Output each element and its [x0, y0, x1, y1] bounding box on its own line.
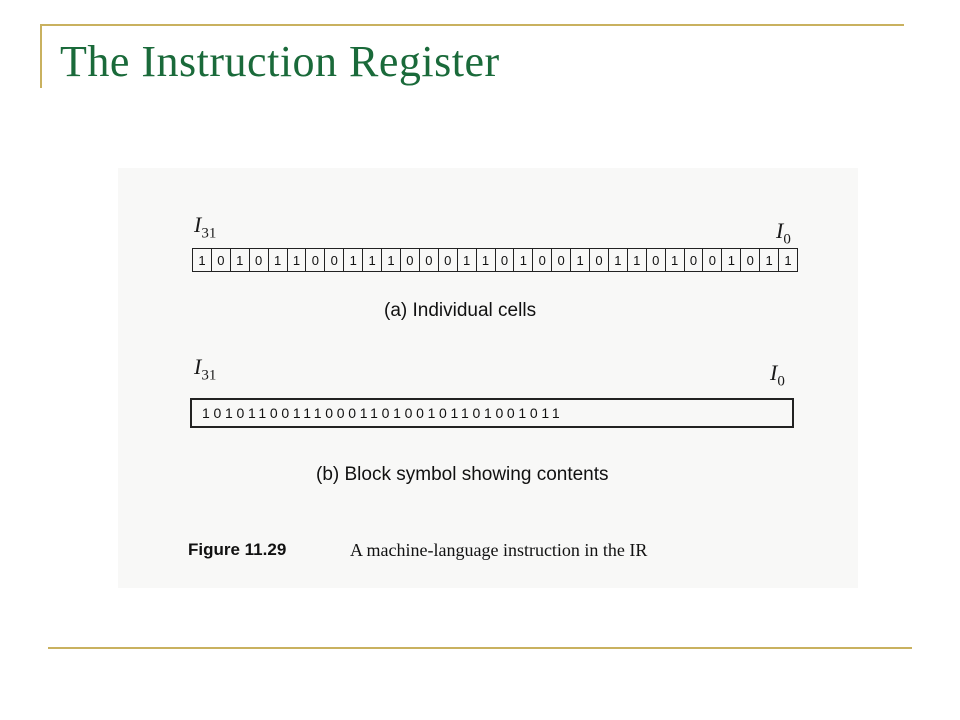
- bit-cell: 0: [306, 249, 326, 271]
- bit-cell: 0: [647, 249, 666, 271]
- bit-cell: 0: [212, 249, 231, 271]
- bit-cell: 1: [666, 249, 685, 271]
- bit-cell: 1: [514, 249, 534, 271]
- msb-label-b: I31: [194, 354, 217, 384]
- bit-cell: 0: [439, 249, 458, 271]
- bit-cell: 0: [533, 249, 553, 271]
- bit-cell: 1: [628, 249, 647, 271]
- bit-cell: 1: [722, 249, 742, 271]
- bit-cell: 1: [609, 249, 628, 271]
- bit-cell: 1: [269, 249, 288, 271]
- bit-cell: 0: [590, 249, 609, 271]
- bit-cell: 0: [420, 249, 439, 271]
- bottom-rule: [48, 647, 912, 649]
- bit-cell: 0: [552, 249, 572, 271]
- bit-cell: 1: [477, 249, 496, 271]
- bit-cell: 1: [344, 249, 364, 271]
- bit-cell: 1: [288, 249, 307, 271]
- bit-cell: 0: [741, 249, 761, 271]
- bit-cell: 1: [760, 249, 780, 271]
- bit-cell: 1: [784, 252, 792, 268]
- top-rule: [40, 24, 904, 26]
- figure-caption: A machine-language instruction in the IR: [350, 540, 648, 560]
- lsb-label-b: I0: [770, 360, 785, 390]
- bit-cell: 1: [231, 249, 250, 271]
- bit-cell: 1: [363, 249, 383, 271]
- lsb-label-a: I0: [776, 218, 791, 248]
- slide-title: The Instruction Register: [60, 37, 500, 86]
- caption-a: (a) Individual cells: [384, 300, 537, 321]
- figure-number: Figure 11.29: [188, 540, 287, 559]
- bit-cell: 1: [382, 249, 401, 271]
- bit-cell: 0: [325, 249, 345, 271]
- bit-cell: 0: [496, 249, 515, 271]
- block-symbol-register: 10101100111000110100101101001011: [190, 398, 794, 428]
- bit-cell: 0: [250, 249, 269, 271]
- caption-b: (b) Block symbol showing contents: [316, 464, 609, 485]
- bit-cell: 1: [193, 249, 212, 271]
- bit-cell: 0: [703, 249, 723, 271]
- msb-label-a: I31: [194, 212, 217, 242]
- bit-cell: 1: [458, 249, 477, 271]
- left-rule: [40, 24, 42, 88]
- bit-cell: 1: [571, 249, 591, 271]
- bit-cell: 0: [401, 249, 420, 271]
- bit-cell: 0: [685, 249, 704, 271]
